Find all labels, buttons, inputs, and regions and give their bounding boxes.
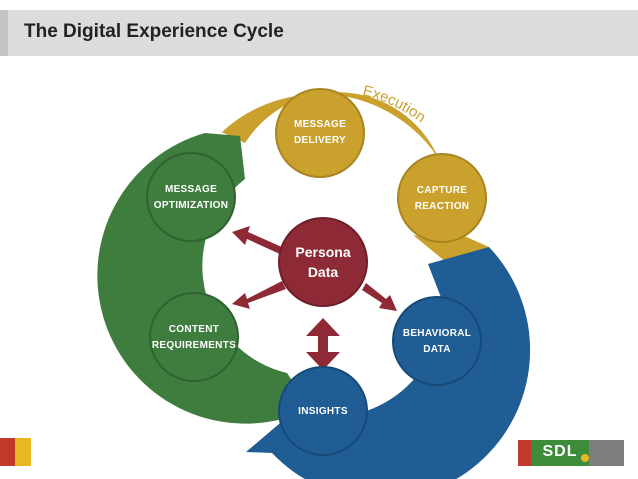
message-optimization-label: MESSAGE OPTIMIZATION <box>145 182 237 214</box>
message-optimization-node <box>146 152 236 242</box>
content-requirements-line2: REQUIREMENTS <box>151 340 237 351</box>
content-label: Content <box>122 243 141 300</box>
content-requirements-label: CONTENT REQUIREMENTS <box>146 322 242 354</box>
execution-label: Execution <box>361 82 429 126</box>
arrow-to-message-optimization <box>232 226 284 255</box>
logo-text: SDL <box>542 443 578 460</box>
insights-label: INSIGHTS <box>279 404 367 420</box>
persona-data-node <box>278 217 368 307</box>
message-optimization-line1: MESSAGE <box>164 184 218 195</box>
arrow-to-behavioral-data <box>362 283 397 311</box>
behavioral-data-line2: DATA <box>423 344 451 355</box>
message-delivery-node <box>275 88 365 178</box>
footer-red-block <box>0 438 15 466</box>
persona-line1: Persona <box>295 244 351 260</box>
capture-reaction-node <box>397 153 487 243</box>
arrow-to-insights <box>306 318 340 370</box>
content-requirements-node <box>149 292 239 382</box>
sdl-logo: SDL <box>518 440 624 466</box>
page-title: The Digital Experience Cycle <box>24 21 284 42</box>
center-arrows <box>232 226 397 370</box>
message-delivery-line2: DELIVERY <box>293 135 347 146</box>
persona-data-label: Persona Data <box>279 242 367 282</box>
logo-green-block <box>531 440 589 466</box>
logo-dot <box>581 454 589 462</box>
insights-node <box>278 366 368 456</box>
message-delivery-line1: MESSAGE <box>293 119 347 130</box>
behavioral-data-label: BEHAVIORAL DATA <box>393 326 481 358</box>
execution-arc-segment <box>213 92 489 271</box>
insights-line1: INSIGHTS <box>298 406 348 417</box>
behavioral-data-node <box>392 296 482 386</box>
footer-gold-block <box>15 438 31 466</box>
persona-line2: Data <box>307 264 339 280</box>
logo-red-block <box>518 440 531 466</box>
message-optimization-line2: OPTIMIZATION <box>153 200 229 211</box>
capture-reaction-line1: CAPTURE <box>416 185 468 196</box>
title-bar: The Digital Experience Cycle <box>0 10 638 56</box>
arrow-to-content-requirements <box>232 281 286 309</box>
content-requirements-line1: CONTENT <box>168 324 220 335</box>
capture-reaction-label: CAPTURE REACTION <box>398 183 486 215</box>
message-delivery-label: MESSAGE DELIVERY <box>276 117 364 149</box>
capture-reaction-line2: REACTION <box>414 201 470 212</box>
behavioral-data-line1: BEHAVIORAL <box>402 328 472 339</box>
title-accent <box>0 10 8 56</box>
